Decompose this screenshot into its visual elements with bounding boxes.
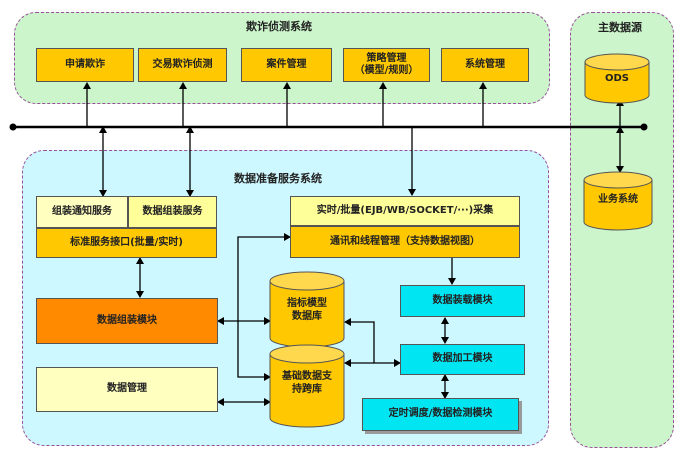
module-strategy-management[interactable]: 策略管理 （模型/规则） bbox=[343, 48, 430, 82]
base-db-label: 基础数据支 持跨库 bbox=[282, 371, 332, 395]
comm-thread-management[interactable]: 通讯和线程管理（支持数据视图） bbox=[290, 226, 520, 258]
master-data-title: 主数据源 bbox=[598, 21, 642, 34]
ods-label: ODS bbox=[604, 73, 629, 84]
bus-end-left bbox=[9, 123, 17, 131]
ods-cylinder bbox=[584, 53, 650, 104]
data-assemble-module[interactable]: 数据组装模块 bbox=[36, 298, 218, 344]
module-system-management[interactable]: 系统管理 bbox=[441, 48, 529, 82]
fraud-system-title: 欺诈侦测系统 bbox=[246, 20, 312, 33]
assemble-notify-service[interactable]: 组装通知服务 bbox=[36, 196, 128, 228]
data-management[interactable]: 数据管理 bbox=[36, 367, 218, 412]
module-case-management[interactable]: 案件管理 bbox=[241, 48, 332, 82]
data-process-module[interactable]: 数据加工模块 bbox=[400, 344, 525, 375]
base-db-cylinder bbox=[269, 344, 345, 428]
metric-db-label: 指标模型 数据库 bbox=[287, 298, 327, 322]
business-system-cylinder bbox=[583, 171, 653, 231]
data-prep-title: 数据准备服务系统 bbox=[234, 172, 322, 185]
data-load-module[interactable]: 数据装载模块 bbox=[400, 285, 525, 317]
module-application-fraud[interactable]: 申请欺诈 bbox=[36, 48, 134, 82]
scheduler-module[interactable]: 定时调度/数据检测模块 bbox=[362, 398, 519, 431]
metric-db-cylinder bbox=[269, 271, 345, 348]
business-system-label: 业务系统 bbox=[598, 194, 638, 205]
data-assemble-service[interactable]: 数据组装服务 bbox=[128, 196, 217, 228]
standard-service-interface[interactable]: 标准服务接口(批量/实时) bbox=[36, 228, 217, 258]
realtime-batch-collection[interactable]: 实时/批量(EJB/WB/SOCKET/···)采集 bbox=[290, 196, 520, 226]
bus-end-right bbox=[640, 123, 648, 131]
module-transaction-fraud[interactable]: 交易欺诈侦测 bbox=[138, 48, 227, 82]
